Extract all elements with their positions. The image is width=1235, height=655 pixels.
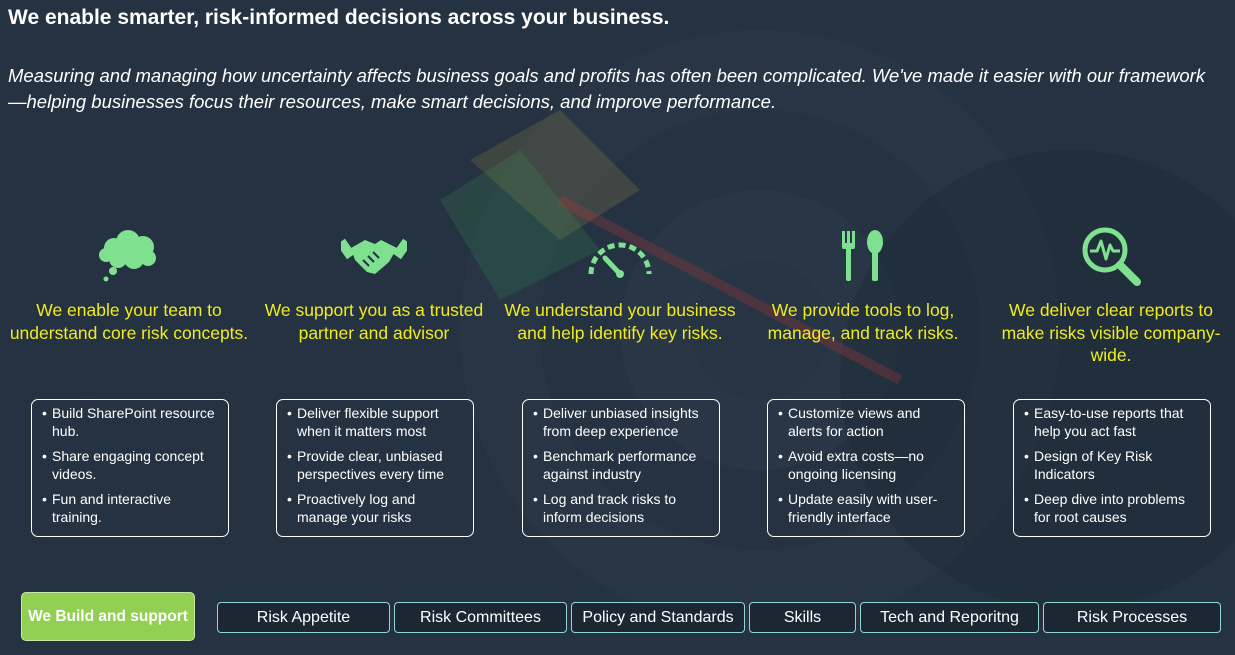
column-title: We provide tools to log, manage, and tra… bbox=[767, 300, 959, 343]
bullet-item: Avoid extra costs—no ongoing licensing bbox=[778, 448, 956, 483]
column-clear-reports: We deliver clear reports to make risks v… bbox=[988, 222, 1234, 367]
column-risk-tools: We provide tools to log, manage, and tra… bbox=[740, 222, 986, 344]
bullet-box: Deliver unbiased insights from deep expe… bbox=[522, 399, 720, 537]
bullet-item: Log and track risks to inform decisions bbox=[533, 491, 711, 526]
column-understand-risk: We enable your team to understand core r… bbox=[6, 222, 252, 344]
column-title: We enable your team to understand core r… bbox=[9, 300, 249, 343]
bullet-item: Deliver flexible support when it matters… bbox=[287, 405, 465, 440]
nav-tab-tech-and-reporting[interactable]: Tech and Reporitng bbox=[860, 602, 1039, 633]
column-title: We understand your business and help ide… bbox=[504, 300, 736, 343]
bullet-item: Provide clear, unbiased perspectives eve… bbox=[287, 448, 465, 483]
nav-tab-policy-and-standards[interactable]: Policy and Standards bbox=[571, 602, 745, 633]
bullet-item: Customize views and alerts for action bbox=[778, 405, 956, 440]
service-columns: We enable your team to understand core r… bbox=[0, 222, 1235, 542]
bullet-box: Easy-to-use reports that help you act fa… bbox=[1013, 399, 1211, 537]
bullet-item: Easy-to-use reports that help you act fa… bbox=[1024, 405, 1202, 440]
fork-spoon-icon bbox=[842, 230, 883, 281]
bullet-box: Build SharePoint resource hub. Share eng… bbox=[31, 399, 229, 537]
nav-tab-we-build-and-support[interactable]: We Build and support bbox=[21, 592, 195, 641]
nav-tab-skills[interactable]: Skills bbox=[749, 602, 856, 633]
bullet-box: Deliver flexible support when it matters… bbox=[276, 399, 474, 537]
bullet-item: Update easily with user-friendly interfa… bbox=[778, 491, 956, 526]
page-subtitle: Measuring and managing how uncertainty a… bbox=[8, 65, 1206, 112]
column-title: We support you as a trusted partner and … bbox=[264, 300, 484, 343]
bullet-item: Build SharePoint resource hub. bbox=[42, 405, 220, 440]
column-trusted-partner: We support you as a trusted partner and … bbox=[251, 222, 497, 344]
bullet-item: Deep dive into problems for root causes bbox=[1024, 491, 1202, 526]
bullet-item: Design of Key Risk Indicators bbox=[1024, 448, 1202, 483]
nav-tab-risk-processes[interactable]: Risk Processes bbox=[1043, 602, 1221, 633]
thought-cloud-icon bbox=[99, 230, 156, 282]
nav-tab-risk-appetite[interactable]: Risk Appetite bbox=[217, 602, 390, 633]
magnifier-pulse-icon bbox=[1082, 227, 1141, 286]
column-identify-risks: We understand your business and help ide… bbox=[497, 222, 743, 344]
page-title: We enable smarter, risk-informed decisio… bbox=[8, 6, 670, 29]
bullet-item: Proactively log and manage your risks bbox=[287, 491, 465, 526]
bullet-item: Deliver unbiased insights from deep expe… bbox=[533, 405, 711, 440]
bullet-box: Customize views and alerts for action Av… bbox=[767, 399, 965, 537]
gauge-icon bbox=[588, 242, 652, 278]
nav-tab-risk-committees[interactable]: Risk Committees bbox=[394, 602, 567, 633]
bullet-item: Fun and interactive training. bbox=[42, 491, 220, 526]
handshake-icon bbox=[341, 238, 407, 274]
bullet-item: Benchmark performance against industry bbox=[533, 448, 711, 483]
bullet-item: Share engaging concept videos. bbox=[42, 448, 220, 483]
column-title: We deliver clear reports to make risks v… bbox=[1001, 300, 1221, 365]
